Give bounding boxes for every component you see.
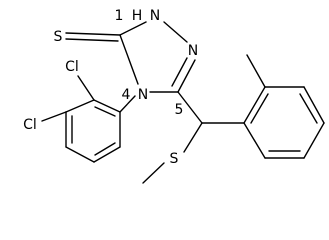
bond-tol4 — [303, 122, 325, 159]
atom-cl-top: Cl — [65, 59, 79, 75]
bond-ar-cl-top — [77, 75, 95, 101]
dichlorophenyl-ring — [41, 75, 136, 163]
atom-c5-num: 5 — [175, 102, 184, 118]
bond-c3-s-a — [65, 32, 121, 36]
tolyl-ring — [243, 54, 325, 159]
bond-ar4 — [65, 146, 95, 163]
atom-n4: N — [138, 87, 148, 103]
atom-cl-left: Cl — [23, 117, 37, 133]
atom-n1-digit: 1 — [115, 8, 124, 24]
atom-n4-num: 4 — [122, 87, 131, 103]
bond-n4-c3 — [119, 34, 139, 85]
bond-tol6 — [243, 122, 266, 159]
bond-tol1-inner — [250, 93, 269, 124]
bond-tol3-inner — [299, 93, 318, 124]
bond-ar2 — [65, 99, 95, 113]
bond-ar5-inner — [94, 142, 116, 156]
bond-ar1 — [93, 99, 121, 113]
bond-n2-c5 — [177, 59, 196, 93]
bond-tol1 — [243, 86, 266, 124]
bond-tol-methyl — [246, 54, 266, 88]
atom-thione-s: S — [54, 29, 63, 45]
atom-thioether-s: S — [170, 151, 179, 167]
triazole-ring — [119, 21, 196, 93]
bond-ar-cl-left — [41, 111, 67, 122]
bond-ar5 — [93, 146, 121, 163]
bond-tol3 — [303, 86, 325, 124]
bond-s-methyl — [142, 162, 165, 184]
structure-canvas: S H N 1 N 4 N 5 Cl Cl S — [23, 8, 325, 184]
bond-c5-ch — [177, 91, 203, 124]
bond-c3-s-b — [65, 38, 119, 42]
bond-ar1-inner — [94, 106, 116, 117]
molecule-structure: S H N 1 N 4 N 5 Cl Cl S — [23, 8, 325, 184]
bond-n1-n2 — [163, 21, 188, 43]
atom-n1-h: H — [132, 8, 143, 24]
atom-n1: N — [150, 8, 160, 24]
bond-n2-c5-inner — [171, 57, 188, 87]
atom-n2: N — [188, 43, 198, 59]
thione-bond — [65, 32, 121, 42]
atom-labels: S H N 1 N 4 N 5 Cl Cl S — [23, 8, 198, 167]
methylthio-methine — [142, 91, 245, 184]
bond-ch-s — [183, 122, 203, 153]
bond-c3-n1 — [119, 21, 147, 36]
bond-n4-aryl — [119, 95, 136, 113]
